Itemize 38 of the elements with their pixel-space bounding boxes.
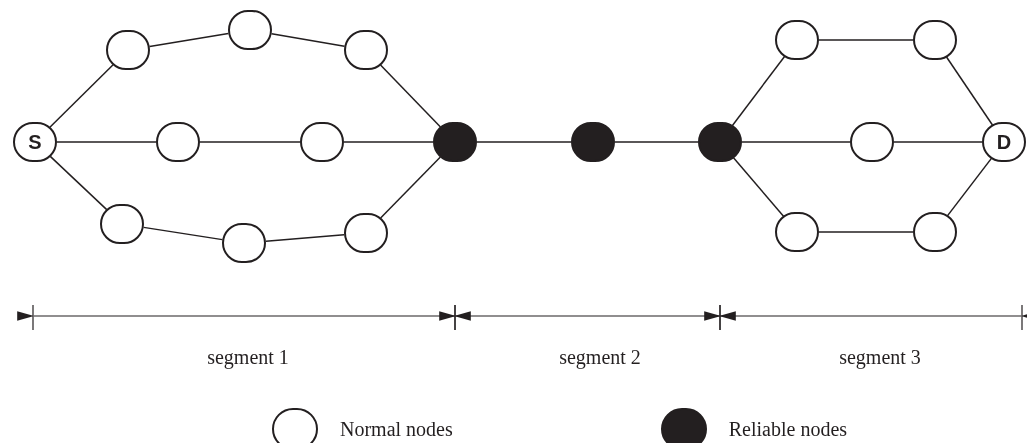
connector-line: [614, 141, 699, 143]
connector-line: [741, 141, 851, 143]
connector-line: [49, 64, 114, 128]
normal-node: [775, 20, 819, 60]
normal-node: [775, 212, 819, 252]
connector-line: [199, 141, 301, 143]
connector-line: [265, 234, 345, 242]
legend-label: Normal nodes: [340, 417, 453, 442]
connector-line: [732, 157, 785, 217]
connector-line: [476, 141, 572, 143]
normal-node: [300, 122, 344, 162]
reliable-node: [571, 122, 615, 162]
segment-label: segment 1: [207, 345, 289, 371]
normal-node: [913, 212, 957, 252]
normal-node: [156, 122, 200, 162]
reliable-node: [698, 122, 742, 162]
terminal-node: S: [13, 122, 57, 162]
segment-label: segment 3: [839, 345, 921, 371]
connector-line: [343, 141, 434, 143]
reliable-node: [433, 122, 477, 162]
normal-node: [913, 20, 957, 60]
normal-node: [344, 213, 388, 253]
connector-line: [379, 64, 442, 128]
normal-node: [106, 30, 150, 70]
normal-node: [850, 122, 894, 162]
normal-node: [344, 30, 388, 70]
normal-node: [100, 204, 144, 244]
connector-line: [49, 155, 108, 211]
legend-label: Reliable nodes: [728, 417, 848, 442]
connector-line: [379, 156, 442, 219]
connector-line: [818, 39, 914, 41]
normal-node: [222, 223, 266, 263]
connector-line: [56, 141, 157, 143]
connector-line: [893, 141, 983, 143]
connector-line: [818, 231, 914, 233]
segment-label: segment 2: [559, 345, 641, 371]
normal-node: [228, 10, 272, 50]
terminal-node: D: [982, 122, 1026, 162]
